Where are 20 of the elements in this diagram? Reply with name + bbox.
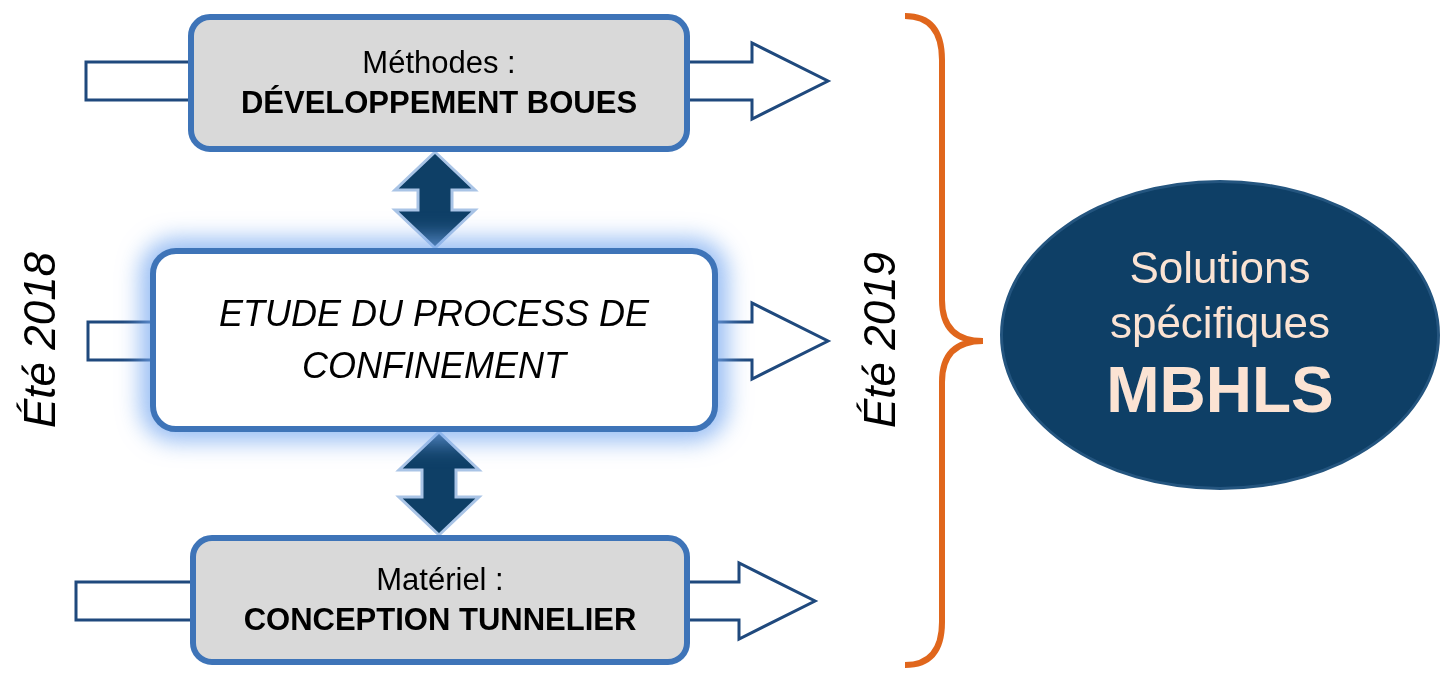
block-arrow [716,300,832,382]
box-heading: Matériel : [376,560,504,599]
block-arrow [688,40,832,122]
block-arrow [86,320,152,362]
double-block-arrow [395,429,483,538]
box-text: DÉVELOPPEMENT BOUES [240,84,638,122]
block-arrow [74,580,192,622]
ellipse-text: Solutions spécifiques [1108,242,1332,349]
box-heading: Méthodes : [362,43,516,82]
process-box [150,248,718,432]
box-text: CONCEPTION TUNNELIER [243,601,637,639]
process-box [188,14,690,152]
vertical-label: Été 2019 [854,251,905,429]
block-arrow [84,60,190,102]
box-text: ETUDE DU PROCESS DE CONFINEMENT [217,291,651,388]
process-box [190,535,690,665]
double-block-arrow [391,149,479,251]
block-arrow [688,560,819,642]
vertical-label: Été 2018 [14,251,65,429]
ellipse-title: MBHLS [1106,353,1334,428]
